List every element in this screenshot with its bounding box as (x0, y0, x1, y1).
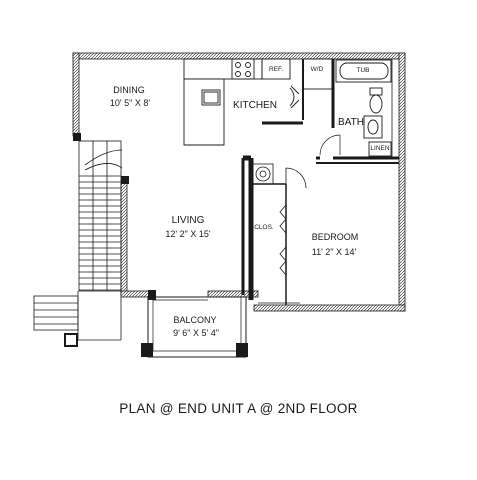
washer-dryer-label: W/D (310, 66, 324, 73)
stairs (33, 140, 123, 341)
exterior-walls (72, 52, 406, 312)
tub-label: TUB (356, 67, 370, 74)
balcony-posts (141, 290, 248, 357)
stair-posts (64, 333, 78, 347)
linen-closet-label: LINEN (370, 145, 390, 152)
balcony-label: BALCONY (173, 315, 217, 325)
dining-room-label: DINING (113, 85, 145, 95)
balcony-outline (147, 296, 247, 358)
dining-room-dimensions: 10' 5" X 8' (109, 98, 151, 108)
living-room-dimensions: 12' 2" X 15' (165, 229, 211, 239)
bedroom-dimensions: 11' 2" X 14' (311, 247, 357, 257)
kitchen-fixtures (183, 58, 334, 146)
living-room-label: LIVING (171, 215, 205, 226)
plan-caption: PLAN @ END UNIT A @ 2ND FLOOR (119, 401, 358, 416)
balcony-dimensions: 9' 6" X 5' 4" (173, 328, 219, 338)
bedroom-door (252, 163, 307, 190)
bedroom-label: BEDROOM (311, 232, 359, 242)
interior-walls (241, 59, 399, 305)
bath-label: BATH (338, 117, 364, 128)
refrigerator-label: REF. (268, 66, 284, 73)
left-wall-jog (73, 133, 129, 184)
kitchen-label: KITCHEN (233, 100, 277, 111)
closet-label: CLOS. (254, 224, 274, 231)
bath-fixtures (319, 59, 392, 157)
closet-bifold-doors (279, 204, 287, 276)
